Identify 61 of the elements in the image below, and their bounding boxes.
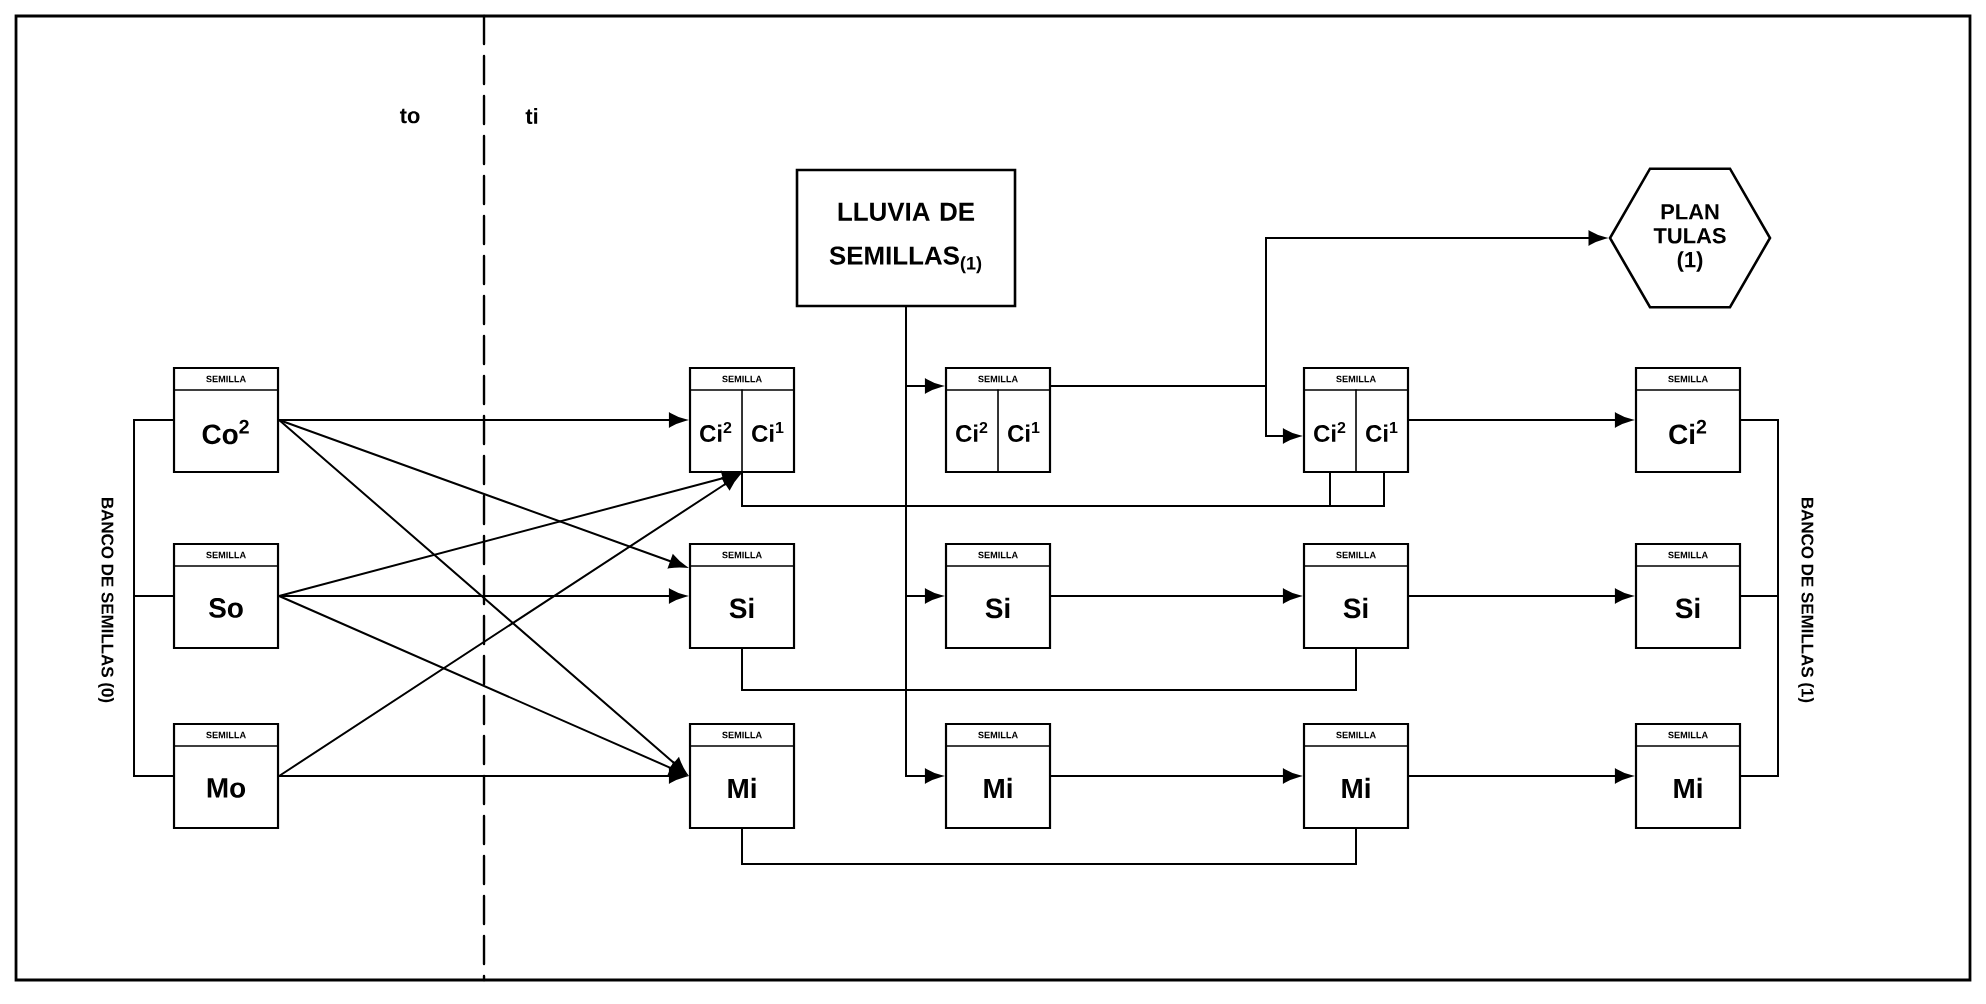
arrow xyxy=(278,474,740,777)
process-box: LLUVIA DE SEMILLAS$_{(1)}$ xyxy=(795,168,1017,308)
box-label: Si xyxy=(729,597,754,619)
box-label: Ci$^{1}$ xyxy=(1008,422,1040,442)
connector-line xyxy=(133,419,174,597)
bank-label: BANCO DE SEMILLAS (0) xyxy=(98,498,114,703)
seed-box xyxy=(944,542,1052,650)
box-label: Mo xyxy=(207,778,246,798)
bank-label: BANCO DE SEMILLAS (1) xyxy=(1798,498,1814,703)
box-label: Ci$^{1}$ xyxy=(1366,422,1398,442)
arrow xyxy=(1050,588,1301,604)
seed-box xyxy=(1302,366,1410,474)
box-label: Si xyxy=(1675,597,1700,619)
connector-line xyxy=(1740,419,1779,597)
box-label: Si xyxy=(1343,597,1368,619)
box-label: Mi xyxy=(984,777,1012,799)
box-label: Mi xyxy=(1674,777,1702,799)
seed-box xyxy=(944,722,1052,830)
arrow xyxy=(278,419,687,569)
arrow xyxy=(278,412,687,428)
arrow xyxy=(278,588,687,604)
box-label: Ci$^{2}$ xyxy=(1669,419,1707,445)
box-label: Mi xyxy=(1342,777,1370,799)
seed-box xyxy=(688,542,796,650)
box-label: Ci$^{2}$ xyxy=(1314,421,1346,442)
time-label: ti xyxy=(525,107,538,124)
connector-line xyxy=(133,595,174,777)
arrow xyxy=(278,470,740,597)
box-label: Ci$^{1}$ xyxy=(752,422,784,442)
seed-box xyxy=(1302,722,1410,830)
box-label: Ci$^{2}$ xyxy=(700,421,732,442)
box-label: So xyxy=(209,598,243,618)
seed-box xyxy=(688,366,796,474)
arrow xyxy=(905,306,943,784)
hexagon: PLAN TULAS (1) xyxy=(1608,167,1772,309)
arrow xyxy=(1408,768,1633,784)
box-label: Co$^{2}$ xyxy=(202,419,249,445)
box-label: Mi xyxy=(728,777,756,799)
seed-box xyxy=(1634,366,1742,474)
arrow xyxy=(1050,768,1301,784)
seed-box xyxy=(1634,722,1742,830)
seed-box xyxy=(172,542,280,650)
connector-line xyxy=(741,471,1385,507)
arrow xyxy=(278,595,687,776)
connector-line xyxy=(1740,595,1779,777)
arrow xyxy=(1408,412,1633,428)
seed-box xyxy=(944,366,1052,474)
connector-line xyxy=(741,648,1357,691)
box-label: Si xyxy=(985,597,1010,619)
seed-box xyxy=(688,722,796,830)
seed-box xyxy=(1634,542,1742,650)
box-label: Ci$^{2}$ xyxy=(956,421,988,442)
seed-box xyxy=(172,722,280,830)
arrow xyxy=(278,419,687,775)
arrow xyxy=(1408,588,1633,604)
time-label: to xyxy=(399,108,420,124)
arrow xyxy=(1050,230,1606,387)
arrow xyxy=(278,768,687,784)
seed-box xyxy=(172,366,280,474)
connector-line xyxy=(741,828,1357,865)
seed-box xyxy=(1302,542,1410,650)
